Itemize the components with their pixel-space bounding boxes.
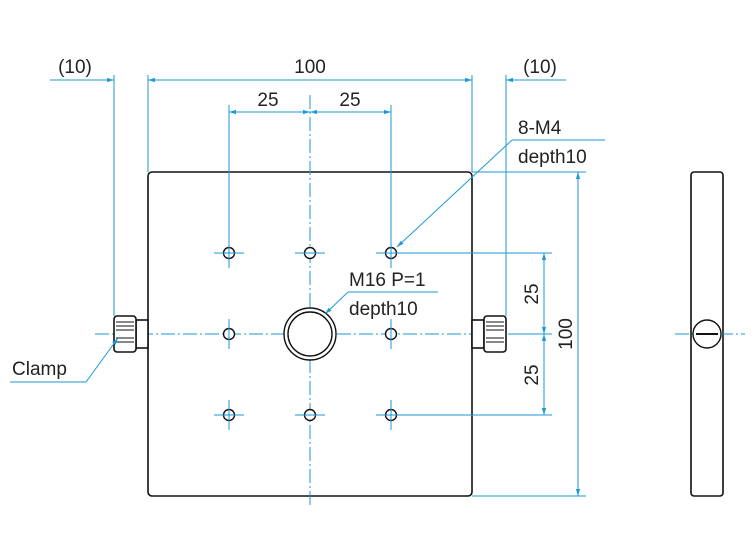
tapped-hole [214, 400, 244, 430]
tapped-hole [295, 408, 325, 422]
plate-top-view [95, 95, 510, 505]
dim-vertical-lower: 25 [522, 364, 543, 385]
callout-clamp: Clamp [10, 337, 119, 383]
right-clamp [471, 315, 507, 353]
left-clamp [113, 315, 149, 353]
top-dimensions: (10) 100 (10) 25 25 [50, 57, 566, 316]
dim-right-offset: (10) [523, 57, 557, 78]
dim-half-left: 25 [257, 90, 278, 111]
center-hole-inner [287, 311, 333, 357]
dim-half-right: 25 [339, 90, 360, 111]
dim-overall-height: 100 [556, 318, 577, 350]
tapped-hole [214, 238, 244, 268]
side-view [675, 171, 745, 497]
callout-center-hole: M16 P=1 depth10 [324, 270, 438, 320]
callout-clamp-label: Clamp [12, 359, 67, 380]
tapped-hole [295, 246, 325, 260]
right-dimensions: 25 25 100 [396, 171, 586, 497]
callout-tapped-holes-line2: depth10 [518, 147, 587, 168]
callout-tapped-holes-line1: 8-M4 [518, 118, 562, 139]
tapped-hole [222, 319, 236, 349]
dim-left-offset: (10) [58, 57, 92, 78]
callout-tapped-holes: 8-M4 depth10 [396, 118, 605, 248]
tapped-hole [384, 319, 398, 349]
dim-overall-width: 100 [294, 57, 326, 78]
dim-vertical-upper: 25 [522, 283, 543, 304]
callout-center-hole-line2: depth10 [349, 299, 418, 320]
callout-center-hole-line1: M16 P=1 [349, 270, 426, 291]
